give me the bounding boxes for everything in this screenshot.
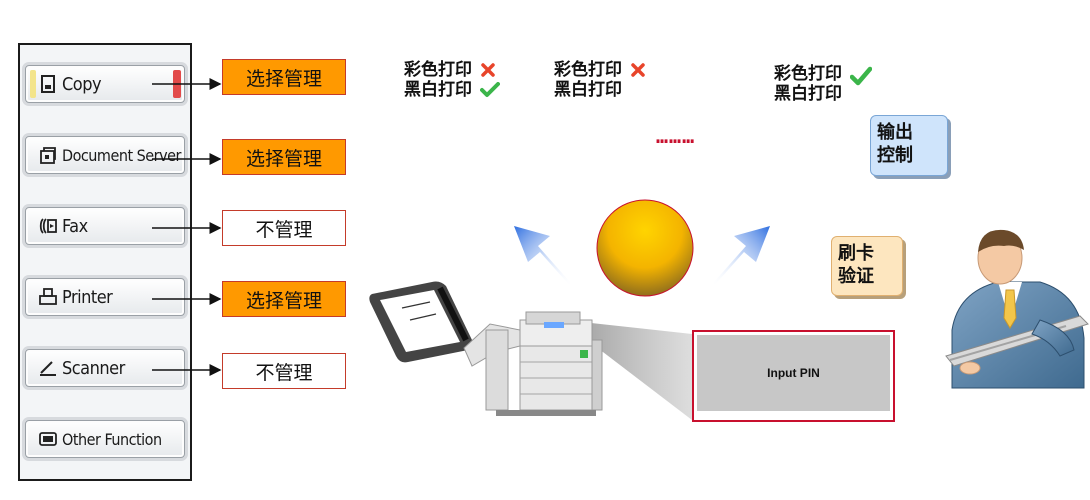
tag-copy-managed: 选择管理 xyxy=(222,59,346,95)
card-auth-line2: 验证 xyxy=(838,266,874,287)
mono-print-label: 黑白打印 xyxy=(774,84,842,104)
other-function-button[interactable]: Other Function xyxy=(25,420,185,458)
ellipsis-dots: ……… xyxy=(656,124,696,148)
printer-icon xyxy=(39,288,57,305)
fax-icon xyxy=(39,218,57,234)
output-control-callout: 输出 控制 xyxy=(870,115,948,176)
output-control-line2: 控制 xyxy=(877,145,913,166)
document-server-label: Document Server xyxy=(62,145,181,165)
color-print-label: 彩色打印 xyxy=(404,60,472,80)
printer-label: Printer xyxy=(62,286,113,308)
person-figure xyxy=(945,229,1089,389)
copy-label: Copy xyxy=(62,73,102,95)
print-status-group-2: 彩色打印 黑白打印 xyxy=(554,60,646,100)
color-print-label: 彩色打印 xyxy=(774,64,842,84)
sphere-icon xyxy=(596,199,694,297)
pin-input-panel: Input PIN xyxy=(692,330,895,422)
output-control-line1: 输出 xyxy=(877,122,913,143)
fax-button[interactable]: Fax xyxy=(25,207,185,245)
scanner-icon xyxy=(40,361,56,376)
scanner-label: Scanner xyxy=(62,357,125,379)
other-function-label: Other Function xyxy=(62,429,162,449)
scanner-button[interactable]: Scanner xyxy=(25,349,185,387)
cross-icon xyxy=(631,63,645,77)
pin-input-label: Input PIN xyxy=(767,366,820,380)
tag-printer-managed: 选择管理 xyxy=(222,281,346,317)
card-auth-callout: 刷卡 验证 xyxy=(831,236,903,296)
pin-input-field[interactable]: Input PIN xyxy=(697,335,890,411)
tag-document-server-managed: 选择管理 xyxy=(222,139,346,175)
print-status-group-1: 彩色打印 黑白打印 xyxy=(404,60,500,100)
mono-print-label: 黑白打印 xyxy=(404,80,472,100)
print-status-group-3: 彩色打印 黑白打印 xyxy=(774,64,872,104)
printer-machine-icon xyxy=(463,311,603,416)
copy-indicator xyxy=(30,70,36,98)
fax-label: Fax xyxy=(62,215,88,237)
check-icon xyxy=(480,82,500,97)
card-auth-line1: 刷卡 xyxy=(838,243,874,264)
mono-print-label: 黑白打印 xyxy=(554,80,622,100)
copy-icon xyxy=(41,75,55,93)
check-icon xyxy=(850,66,872,86)
id-card-icon xyxy=(369,281,474,363)
other-function-icon xyxy=(39,432,57,446)
upload-arrow-left xyxy=(514,226,572,288)
printer-button[interactable]: Printer xyxy=(25,278,185,316)
document-server-button[interactable]: Document Server xyxy=(25,136,185,174)
tag-fax-unmanaged: 不管理 xyxy=(222,210,346,246)
upload-arrow-right xyxy=(712,226,770,288)
cross-icon xyxy=(481,63,495,77)
color-print-label: 彩色打印 xyxy=(554,60,622,80)
connection-beam xyxy=(582,322,692,420)
tag-scanner-unmanaged: 不管理 xyxy=(222,353,346,389)
document-server-icon xyxy=(40,147,56,164)
